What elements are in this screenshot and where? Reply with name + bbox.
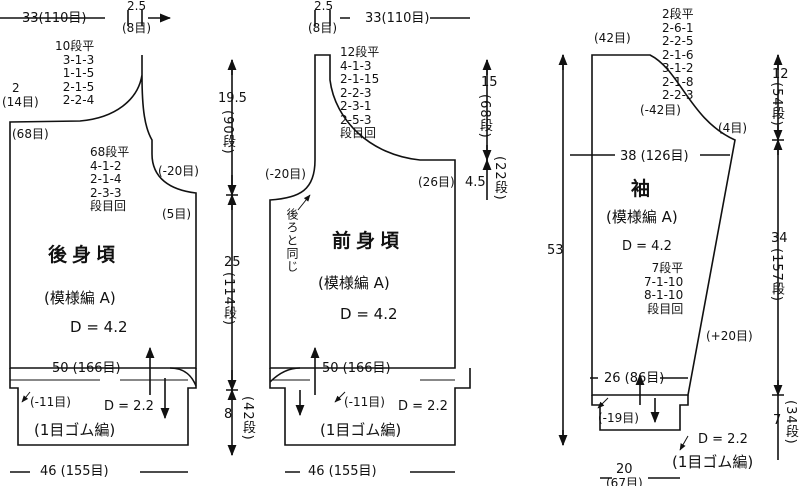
sleeve-outline [591, 54, 736, 396]
back-rib-pattern: (1目ゴム編) [34, 421, 116, 439]
front-rib-pattern: (1目ゴム編) [320, 421, 402, 439]
front-extra-length: 4.5 [465, 175, 486, 190]
sleeve-cap-rows: (54段) [769, 82, 784, 127]
sleeve-cuff-stitches: (67目) [606, 476, 643, 486]
back-neck-rows: 10段平 3-1-3 1-1-5 2-1-5 2-2-4 [55, 39, 95, 108]
back-mid-length: 25 [224, 255, 241, 270]
sleeve-increase-rows: 7段平 7-1-10 8-1-10 段目回 [644, 261, 684, 316]
back-gauge: D = 4.2 [70, 318, 128, 336]
back-top-width: 33(110目) [22, 11, 87, 26]
back-armhole-bind-off: (5目) [162, 207, 191, 221]
sleeve-cap-rows: 2段平 2-6-1 2-2-5 2-1-6 3-1-2 2-1-8 2-2-3 [662, 7, 694, 103]
front-armhole-decrease: (-20目) [265, 167, 306, 181]
sleeve-rib-outline [591, 395, 689, 431]
sleeve-rib-rows: (34段) [783, 400, 798, 445]
back-upper-length: 19.5 [218, 91, 247, 106]
front-neck-tick [314, 10, 331, 26]
back-upper-rows: (90段) [220, 110, 235, 155]
sleeve-cap-decrease: (-42目) [640, 103, 681, 117]
sleeve-cap-bind-off: (4目) [718, 121, 747, 135]
front-neck-width: 2.5 [314, 0, 334, 13]
sleeve-title: 袖 [631, 178, 656, 200]
sleeve-total-length: 53 [547, 243, 564, 258]
front-extra-rows: (22段) [492, 156, 507, 201]
back-neck-tick [127, 10, 143, 26]
sleeve-rib-gauge: D = 2.2 [698, 432, 748, 447]
back-neck-edge-stitches: (14目) [2, 95, 39, 109]
sleeve-rib-pattern: (1目ゴム編) [672, 453, 754, 471]
back-neck-edge-label: 2 [12, 81, 20, 95]
front-top-width: 33(110目) [365, 11, 430, 26]
front-chest-width: 50 (166目) [322, 361, 391, 376]
sleeve-body-length: 34 [771, 231, 788, 246]
sleeve-cuff-width: 26 (86目) [604, 371, 665, 386]
front-gauge: D = 4.2 [340, 305, 398, 323]
front-body-outline [269, 54, 456, 369]
front-rib-gauge: D = 2.2 [398, 399, 448, 414]
sleeve-top-stitches: (42目) [594, 31, 631, 45]
sleeve-body-rows: (157段) [769, 248, 784, 302]
back-pattern: (模様編 A) [44, 289, 116, 307]
front-bottom-width: 46 (155目) [308, 464, 377, 479]
back-armhole-decrease: (-20目) [158, 164, 199, 178]
front-back-same-note: 後ろと同じ [285, 208, 299, 273]
front-neck-rows: 12段平 4-1-3 2-1-15 2-2-3 2-3-1 2-5-3 段目回 [340, 45, 380, 141]
sleeve-rib-length: 7 [773, 413, 782, 428]
sleeve-gauge: D = 4.2 [622, 239, 672, 254]
back-rib-gauge: D = 2.2 [104, 399, 154, 414]
back-title: 後身頃 [48, 244, 121, 266]
sleeve-pattern: (模様編 A) [606, 208, 678, 226]
back-bottom-width: 46 (155目) [40, 464, 109, 479]
front-neck-stitches: (8目) [308, 21, 337, 35]
sleeve-increase: (+20目) [706, 329, 753, 343]
back-neck-stitches: (8目) [122, 21, 151, 35]
front-rib-outline [269, 368, 471, 446]
sleeve-rib-decrease: (-19目) [598, 411, 639, 425]
back-shoulder-stitches: (68目) [12, 127, 49, 141]
back-rib-length: 8 [224, 407, 233, 422]
front-neck-depth: 15 [481, 75, 498, 90]
back-mid-rows: (114段) [221, 272, 236, 326]
front-neck-depth-rows: (68段) [477, 94, 492, 139]
back-rib-outline [9, 368, 197, 446]
front-title: 前身頃 [332, 230, 405, 252]
back-armhole-rows: 68段平 4-1-2 2-1-4 2-3-3 段目回 [90, 145, 130, 214]
front-pattern: (模様編 A) [318, 274, 390, 292]
back-rib-curve [169, 367, 197, 387]
back-neck-width: 2.5 [127, 0, 147, 13]
sleeve-width: 38 (126目) [620, 149, 689, 164]
front-rib-decrease: (-11目) [344, 395, 385, 409]
back-rib-decrease: (-11目) [30, 395, 71, 409]
sleeve-cap-length: 12 [772, 67, 789, 82]
back-chest-width: 50 (166目) [52, 361, 121, 376]
sleeve-cuff-length: 20 [616, 462, 633, 477]
back-body-outline [9, 55, 197, 369]
back-rib-rows: (42段) [240, 396, 255, 441]
front-side-stitches: (26目) [418, 175, 455, 189]
